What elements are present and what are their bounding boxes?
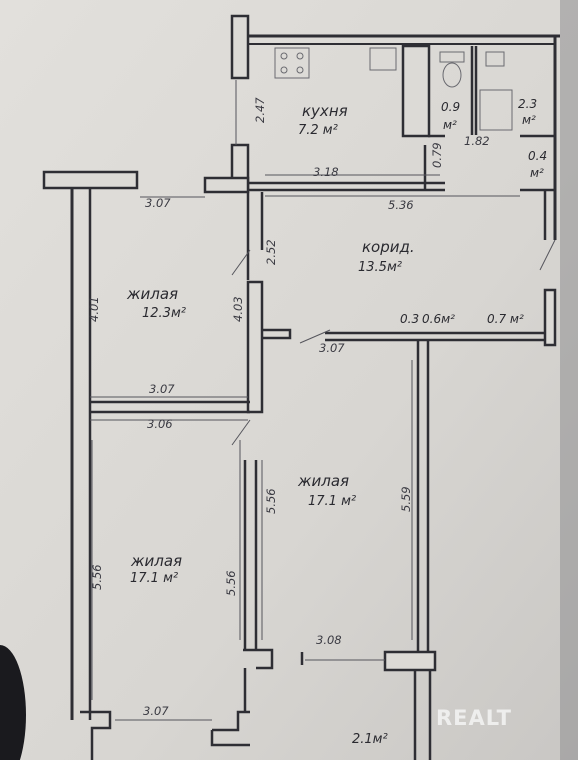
living-left-name: жилая	[131, 552, 183, 570]
dim-252: 2.52	[264, 239, 278, 265]
bath-area-num: 2.3	[518, 97, 538, 111]
dim-556-c: 5.56	[90, 564, 104, 590]
storage-b: 0.6м²	[422, 312, 455, 326]
storage-c: 0.7 м²	[487, 312, 524, 326]
shadow-right	[560, 0, 578, 760]
bath-area-unit: м²	[522, 113, 536, 127]
corridor-area: 13.5м²	[358, 260, 402, 275]
dim-318: 3.18	[313, 165, 339, 179]
bathtub-icon	[479, 89, 513, 131]
wc-area-unit: м²	[443, 118, 457, 132]
living-small-area: 12.3м²	[142, 306, 186, 321]
kitchen-name: кухня	[302, 102, 348, 120]
storage-a: 0.3	[400, 312, 420, 326]
dim-536: 5.36	[388, 198, 414, 212]
dim-403: 4.03	[231, 296, 245, 322]
living-center-name: жилая	[298, 472, 350, 490]
dim-182: 1.82	[464, 134, 490, 148]
toilet-icon	[442, 62, 462, 88]
dim-307-mid: 3.07	[319, 341, 345, 355]
stove-icon	[274, 47, 310, 79]
dim-247: 2.47	[253, 97, 267, 123]
living-center-area: 17.1 м²	[308, 494, 357, 509]
dim-079: 0.79	[430, 142, 444, 168]
dim-306: 3.06	[147, 417, 173, 431]
kitchen-area: 7.2 м²	[298, 123, 338, 138]
dim-559: 5.59	[399, 486, 413, 512]
closet-area-unit: м²	[530, 166, 544, 180]
living-left-area: 17.1 м²	[130, 571, 179, 586]
dim-556-b: 5.56	[224, 570, 238, 596]
living-small-name: жилая	[127, 285, 179, 303]
dim-307-top: 3.07	[145, 196, 171, 210]
sink-icon	[369, 47, 397, 71]
dim-556-a: 5.56	[264, 488, 278, 514]
corridor-name: корид.	[362, 238, 415, 256]
dim-307-bottom: 3.07	[143, 704, 169, 718]
dim-401: 4.01	[87, 296, 101, 322]
dark-object-corner	[0, 645, 26, 760]
dim-307-low: 3.07	[149, 382, 175, 396]
walls	[42, 14, 560, 760]
fixtures	[274, 47, 513, 131]
balcony-area: 2.1м²	[352, 732, 388, 747]
realt-watermark-logo: REALT	[436, 706, 512, 730]
dimension-lines	[90, 80, 556, 721]
dim-308: 3.08	[316, 633, 342, 647]
closet-area-num: 0.4	[528, 149, 548, 163]
wc-area-num: 0.9	[441, 100, 461, 114]
